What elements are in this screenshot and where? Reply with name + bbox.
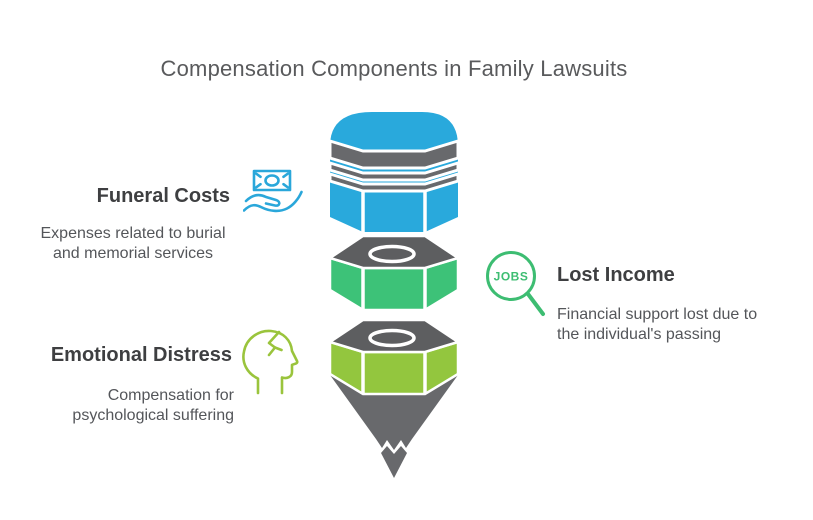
- bottom-nut-hole-ring: [368, 328, 416, 348]
- emotional-desc-line1: Compensation for: [107, 387, 234, 404]
- head-profile-icon: [242, 329, 299, 395]
- jobs-magnifier-icon: JOBS: [486, 251, 545, 316]
- lost-income-description: Financial support lost due to the indivi…: [557, 305, 797, 345]
- bottom-nut-top-face: [327, 318, 461, 354]
- funeral-desc-line2: and memorial services: [52, 245, 214, 262]
- funeral-desc-line1: Expenses related to burial: [40, 225, 226, 242]
- head-crack-branch: [273, 346, 283, 352]
- magnifier-handle: [526, 292, 545, 316]
- funnel-graphic: [327, 112, 461, 478]
- head-crack-line: [267, 330, 281, 357]
- emotional-desc-line2: psychological suffering: [72, 407, 234, 424]
- funeral-costs-heading: Funeral Costs: [96, 185, 230, 207]
- funnel-layer-middle-nut: [327, 234, 461, 312]
- hand-upper-line: [244, 193, 281, 207]
- top-cap-band-thin1: [328, 160, 460, 182]
- lost-income-desc-line2: the individual's passing: [557, 326, 722, 343]
- lost-income-heading: Lost Income: [557, 264, 675, 286]
- top-cap-band-thin2: [328, 171, 460, 193]
- lost-income-desc-line1: Financial support lost due to: [557, 306, 758, 323]
- middle-nut-hole-ring: [368, 244, 416, 264]
- funnel-layer-top-cap: [328, 112, 460, 232]
- top-cap-band-thick: [328, 138, 460, 170]
- funnel-layer-bottom-nut: [327, 318, 461, 396]
- money-bill-oval: [264, 174, 280, 187]
- head-outline: [242, 329, 299, 395]
- magnifier-lens: [486, 251, 536, 301]
- funeral-costs-description: Expenses related to burial and memorial …: [0, 224, 266, 264]
- emotional-distress-description: Compensation for psychological suffering: [0, 386, 234, 426]
- money-bill-shape: [252, 169, 292, 192]
- page-title: Compensation Components in Family Lawsui…: [160, 56, 628, 81]
- jobs-label: JOBS: [494, 270, 529, 284]
- hand-lower-line: [243, 190, 303, 213]
- emotional-distress-heading: Emotional Distress: [50, 344, 232, 366]
- money-in-hand-icon: [243, 169, 303, 213]
- cone-arrow-tip: [381, 446, 407, 478]
- middle-nut-top-face: [327, 234, 461, 270]
